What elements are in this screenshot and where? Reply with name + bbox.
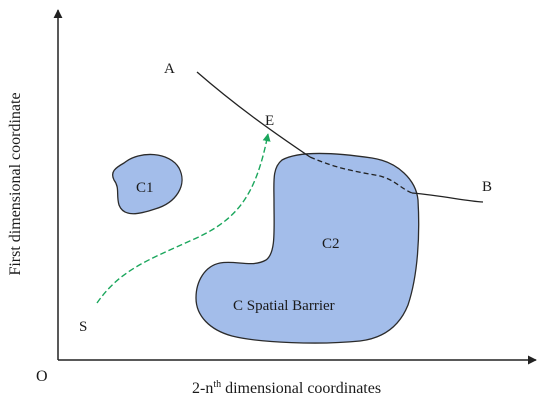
region-c1-shape xyxy=(111,153,183,215)
region-c2-barrier-shape xyxy=(195,152,420,344)
point-b-label: B xyxy=(482,179,492,195)
point-e-label: E xyxy=(265,113,274,129)
path-through-barrier-dashed xyxy=(309,156,413,194)
point-s-label: S xyxy=(79,319,87,335)
x-axis-label-superscript: th xyxy=(213,379,221,390)
region-c1-label: C1 xyxy=(136,180,154,196)
origin-label: O xyxy=(36,368,48,385)
y-axis-label: First dimensional coordinate xyxy=(7,92,24,275)
barrier-label: C Spatial Barrier xyxy=(233,298,335,314)
path-barrier-to-b xyxy=(411,192,484,203)
x-axis-label: 2-nth dimensional coordinates xyxy=(192,379,381,397)
x-axis-label-prefix: 2-n xyxy=(192,380,213,397)
region-c2-label: C2 xyxy=(322,236,340,252)
x-axis-label-suffix: dimensional coordinates xyxy=(221,380,381,397)
path-a-to-barrier xyxy=(196,71,311,158)
point-a-label: A xyxy=(164,61,175,77)
